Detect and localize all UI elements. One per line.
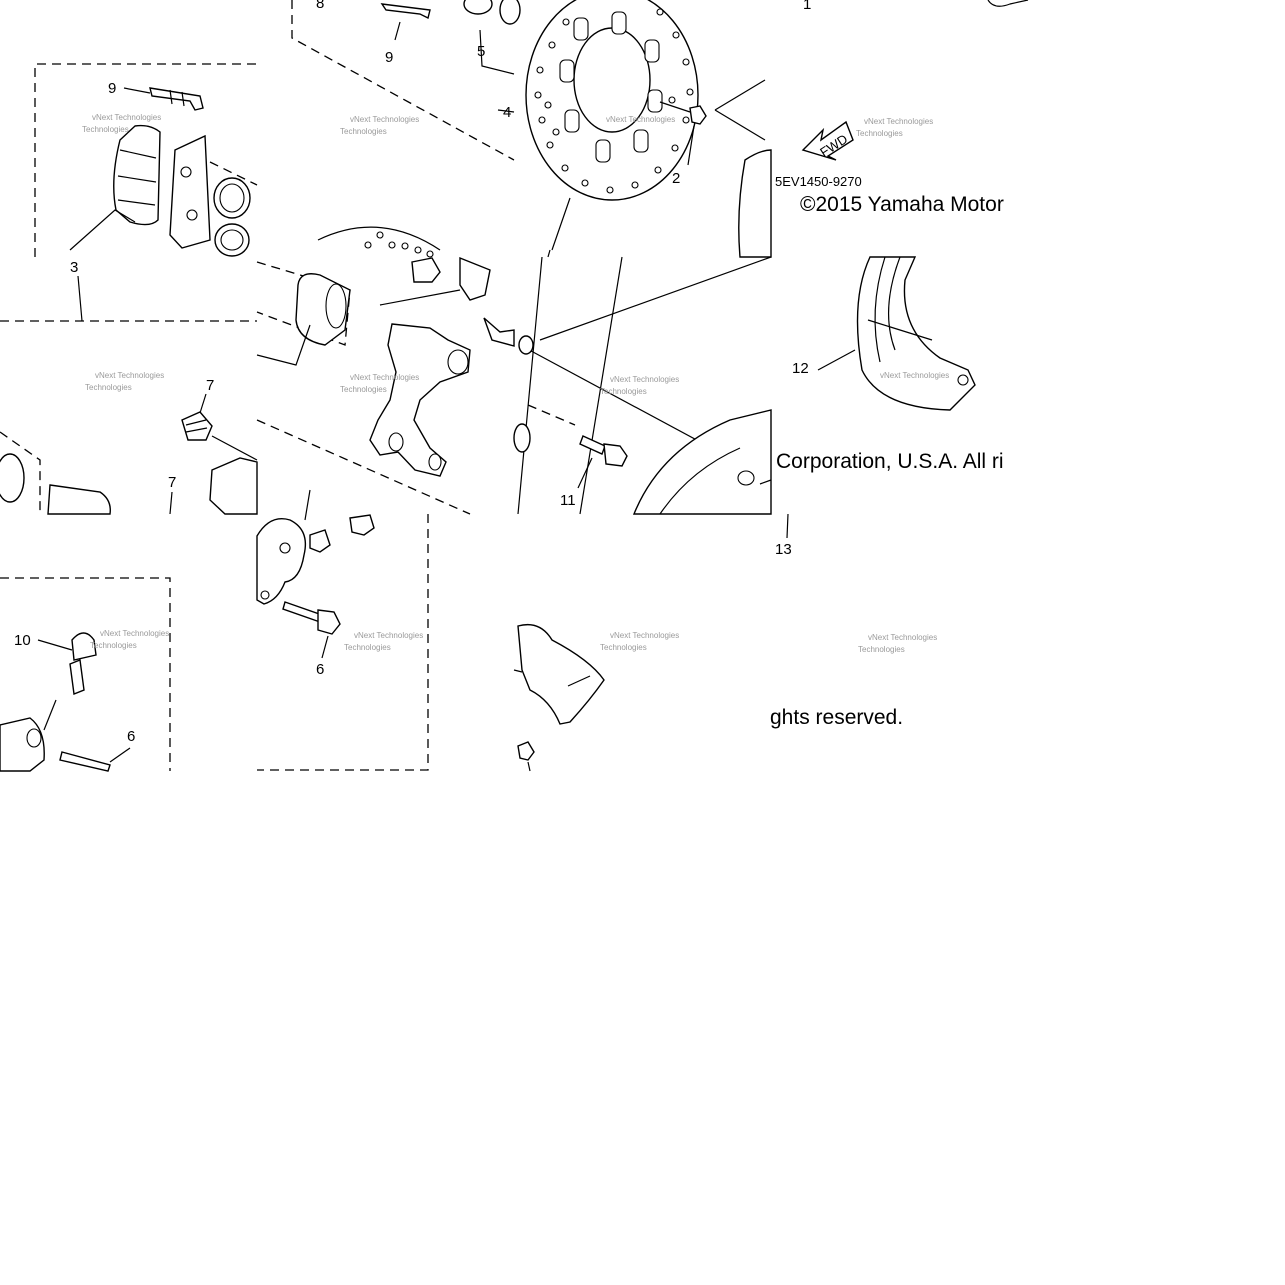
callout-13: 13 [775, 541, 792, 558]
callout-9: 9 [385, 49, 393, 66]
watermark: Technologies [600, 387, 647, 396]
tile-lower-right: vNext Technologies Technologies [513, 623, 679, 772]
watermark: vNext Technologies [350, 115, 419, 124]
callout-3: 3 [70, 259, 78, 276]
watermark: Technologies [90, 641, 137, 650]
caliper-piston [295, 273, 351, 346]
slide-pin-boot [181, 411, 213, 441]
pad-clip-top-left [149, 87, 204, 111]
fwd-arrow-icon: FWD [801, 120, 854, 161]
disc-holes [534, 8, 694, 194]
callout-9: 9 [108, 80, 116, 97]
tile-top-left: 9 vNext Technologies Technologies [34, 63, 258, 257]
watermark: vNext Technologies [864, 117, 933, 126]
disc-edge-holes [364, 231, 434, 258]
tile-center: vNext Technologies Technologies [256, 226, 515, 515]
caliper-plate [256, 518, 307, 605]
watermark: vNext Technologies [100, 629, 169, 638]
slide-pin [282, 601, 341, 635]
callout-6: 6 [127, 728, 135, 745]
callout-7: 7 [168, 474, 176, 491]
disc-guard-lower [632, 409, 772, 515]
callout-2: 2 [672, 170, 680, 187]
watermark: vNext Technologies [610, 375, 679, 384]
tile-center-right: 11 vNext Technologies Technologies [513, 256, 772, 515]
disc-guard [856, 256, 976, 411]
tile-top-middle: 8 9 5 4 vNext Technologies Technologies [291, 0, 521, 161]
part-code: 5EV1450-9270 [775, 174, 862, 189]
axle-bolt [579, 435, 628, 467]
tile-center-far-right: 12 Corporation, U.S.A. All ri vNext Tech… [776, 256, 1004, 473]
callout-12: 12 [792, 360, 809, 377]
watermark: Technologies [85, 383, 132, 392]
copyright-line-3: ghts reserved. [770, 706, 903, 729]
watermark: vNext Technologies [92, 113, 161, 122]
disc-bolt [659, 101, 707, 125]
tile-top-right: 2 vNext Technologies [525, 0, 772, 258]
watermark: vNext Technologies [606, 115, 675, 124]
watermark: vNext Technologies [610, 631, 679, 640]
watermark: Technologies [340, 127, 387, 136]
watermark: Technologies [340, 385, 387, 394]
caliper-bracket [369, 323, 471, 477]
tile-lower-left: 10 6 vNext Technologies Technologies [0, 577, 171, 772]
copyright-line-2: Corporation, U.S.A. All ri [776, 450, 1004, 473]
watermark: Technologies [82, 125, 129, 134]
tile-mid-left: 3 7 7 vNext Technologies Technologies [0, 259, 258, 515]
watermark: Technologies [858, 645, 905, 654]
pad-shim-plate [169, 134, 211, 249]
callout-10: 10 [14, 632, 31, 649]
brake-disc [525, 0, 699, 201]
protector-bolt [517, 741, 535, 772]
watermark: Technologies [344, 643, 391, 652]
callout-1: 1 [803, 0, 811, 13]
watermark: vNext Technologies [354, 631, 423, 640]
watermark: vNext Technologies [350, 373, 419, 382]
watermark: Technologies [856, 129, 903, 138]
tile-top-far-right: 1 FWD 5EV1450-9270 ©2015 Yamaha Motor vN… [775, 0, 1029, 216]
callout-6: 6 [316, 661, 324, 678]
callout-7: 7 [206, 377, 214, 394]
callout-5: 5 [477, 43, 485, 60]
watermark: Technologies [600, 643, 647, 652]
callout-4: 4 [503, 104, 511, 121]
callout-11: 11 [560, 492, 576, 509]
watermark: vNext Technologies [868, 633, 937, 642]
tile-lower-far-right: 13 ghts reserved. vNext Technologies Tec… [770, 513, 937, 729]
watermark: vNext Technologies [880, 371, 949, 380]
brake-pad-left [113, 124, 161, 226]
fork-protector [513, 623, 605, 725]
copyright-line-1: ©2015 Yamaha Motor [800, 193, 1004, 216]
bleed-screw-cap [69, 632, 97, 695]
callout-8: 8 [316, 0, 324, 12]
watermark: vNext Technologies [95, 371, 164, 380]
tile-lower-center: 6 vNext Technologies Technologies [256, 489, 429, 771]
